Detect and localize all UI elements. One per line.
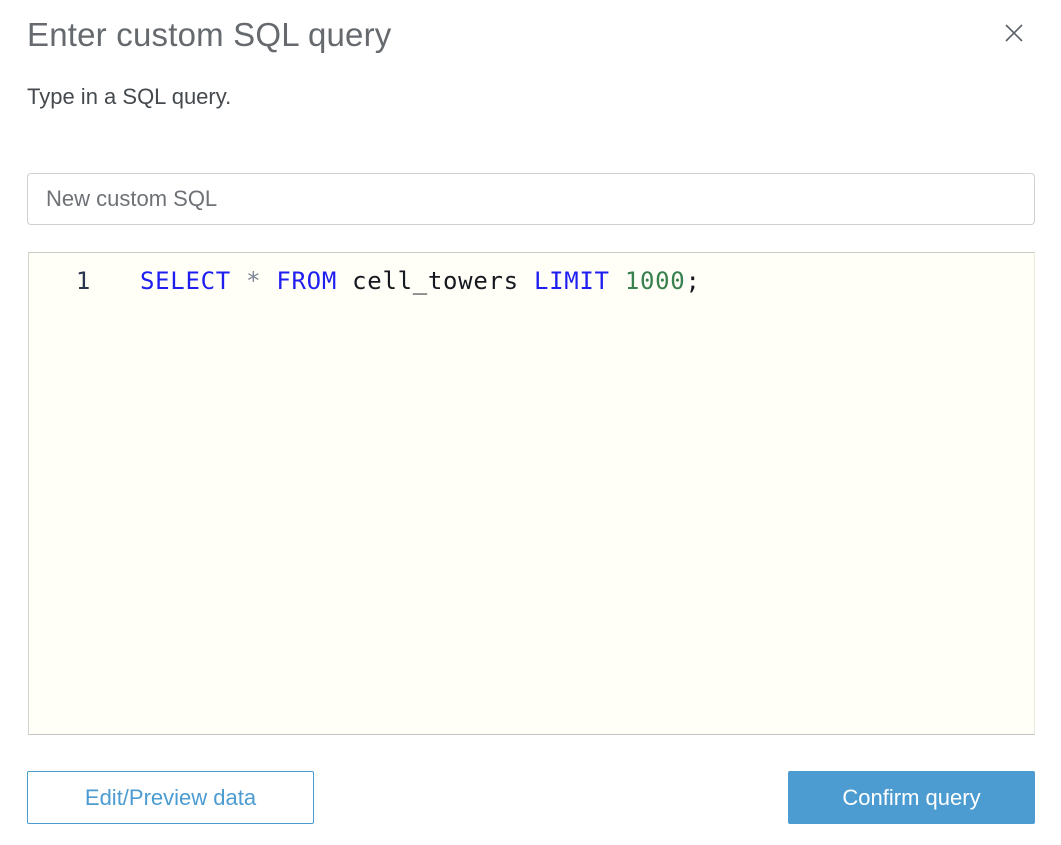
sql-token: cell_towers (352, 267, 519, 295)
confirm-query-button[interactable]: Confirm query (788, 771, 1035, 824)
code-line-content: SELECT * FROM cell_towers LIMIT 1000; (91, 266, 701, 296)
code-line: 1 SELECT * FROM cell_towers LIMIT 1000; (29, 253, 1034, 296)
sql-token (231, 267, 246, 295)
dialog-title: Enter custom SQL query (27, 16, 392, 53)
sql-token: ; (685, 267, 701, 295)
sql-token: FROM (276, 267, 337, 295)
sql-token: * (246, 267, 262, 295)
sql-token (337, 267, 352, 295)
sql-token: LIMIT (533, 267, 610, 295)
edit-preview-data-button[interactable]: Edit/Preview data (27, 771, 314, 824)
close-button[interactable] (999, 18, 1029, 48)
sql-code-editor[interactable]: 1 SELECT * FROM cell_towers LIMIT 1000; (28, 252, 1035, 735)
sql-token (610, 267, 625, 295)
sql-token (261, 267, 276, 295)
close-icon (1005, 24, 1023, 42)
line-number: 1 (75, 267, 91, 295)
sql-token: SELECT (140, 267, 231, 295)
sql-token (519, 267, 534, 295)
sql-token: 1000 (624, 267, 686, 295)
query-name-input[interactable] (27, 173, 1035, 225)
dialog-subtitle: Type in a SQL query. (27, 84, 232, 109)
